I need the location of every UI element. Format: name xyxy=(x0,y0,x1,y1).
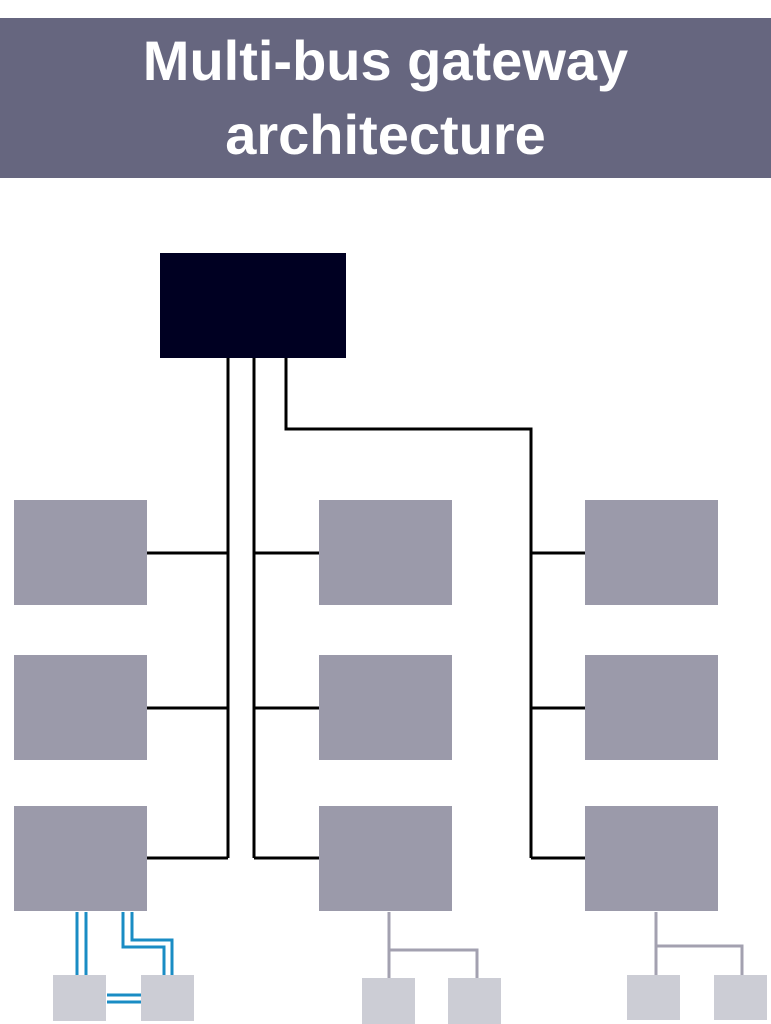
sub-node-right-2 xyxy=(714,975,767,1020)
ecu-right-1 xyxy=(585,500,718,605)
ecu-right-2 xyxy=(585,655,718,760)
blue-bus-b2 xyxy=(130,912,174,975)
blue-bus-b1 xyxy=(121,912,166,975)
gateway-box xyxy=(160,253,346,358)
sub-node-middle-2 xyxy=(448,978,501,1024)
ecu-left-2 xyxy=(14,655,147,760)
ecu-right-3 xyxy=(585,806,718,911)
sub-node-left-2 xyxy=(141,975,194,1021)
ecu-middle-3 xyxy=(319,806,452,911)
ecu-left-1 xyxy=(14,500,147,605)
page-title: Multi-bus gateway architecture xyxy=(142,29,629,166)
sub-node-right-1 xyxy=(627,975,680,1020)
sub-node-middle-1 xyxy=(362,978,415,1024)
ecu-middle-1 xyxy=(319,500,452,605)
sub-node-left-1 xyxy=(53,975,106,1021)
ecu-left-3 xyxy=(14,806,147,911)
ecu-middle-2 xyxy=(319,655,452,760)
gray-bus-middle xyxy=(387,912,479,978)
bus-line-right xyxy=(284,358,533,858)
gray-bus-right xyxy=(654,912,744,975)
title-bar: Multi-bus gateway architecture xyxy=(0,18,771,178)
